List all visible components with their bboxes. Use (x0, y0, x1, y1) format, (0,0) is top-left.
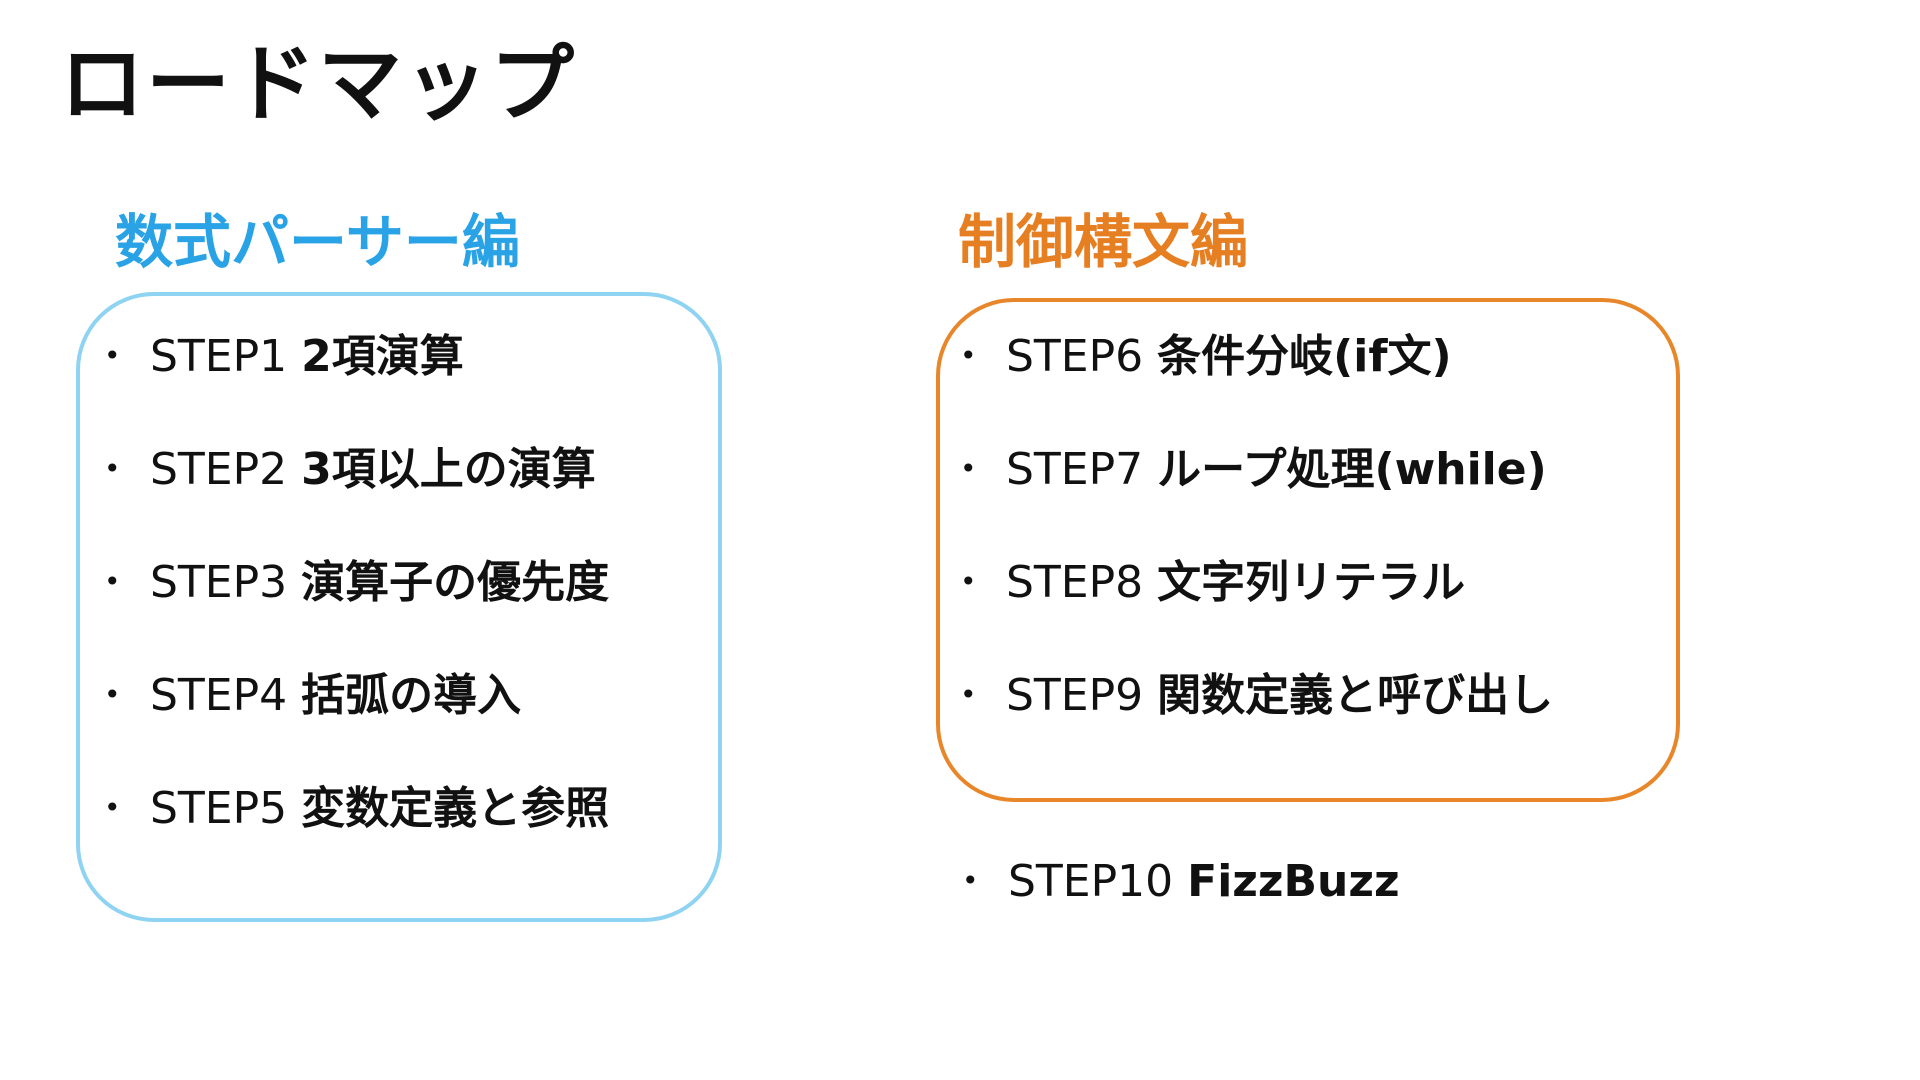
step-id: STEP6 (1006, 331, 1144, 382)
step-description: 文字列リテラル (1157, 557, 1466, 608)
bullet: • (962, 864, 979, 897)
step-item: • STEP9 関数定義と呼び出し (960, 672, 1553, 720)
step-item: • STEP3 演算子の優先度 (104, 559, 609, 607)
step-id: STEP8 (1006, 557, 1144, 608)
step-description: 演算子の優先度 (301, 557, 610, 608)
bullet: • (960, 339, 977, 372)
step-id: STEP9 (1006, 670, 1144, 721)
step-item: • STEP8 文字列リテラル (960, 559, 1553, 607)
section-heading-parser: 数式パーサー編 (115, 208, 520, 276)
step-description: FizzBuzz (1187, 856, 1400, 907)
bullet: • (104, 452, 121, 485)
step-item: • STEP1 2項演算 (104, 333, 609, 381)
step-item: • STEP4 括弧の導入 (104, 672, 609, 720)
step-description: 条件分岐(if文) (1157, 331, 1452, 382)
bullet: • (104, 791, 121, 824)
step-item: • STEP7 ループ処理(while) (960, 446, 1553, 494)
step-id: STEP10 (1008, 856, 1174, 907)
step-description: 3項以上の演算 (301, 444, 596, 495)
step-description: ループ処理(while) (1157, 444, 1547, 495)
step-list-extra: • STEP10 FizzBuzz (962, 858, 1400, 906)
step-item: • STEP2 3項以上の演算 (104, 446, 609, 494)
section-box-parser (76, 292, 722, 922)
step-item: • STEP5 変数定義と参照 (104, 785, 609, 833)
bullet: • (960, 565, 977, 598)
step-item: • STEP10 FizzBuzz (962, 858, 1400, 906)
step-description: 括弧の導入 (301, 670, 522, 721)
page-title: ロードマップ (60, 35, 577, 133)
step-id: STEP4 (150, 670, 288, 721)
step-description: 変数定義と参照 (301, 783, 610, 834)
step-description: 関数定義と呼び出し (1157, 670, 1554, 721)
bullet: • (960, 678, 977, 711)
step-id: STEP7 (1006, 444, 1144, 495)
section-heading-control: 制御構文編 (958, 208, 1249, 276)
step-list-parser: • STEP1 2項演算 • STEP2 3項以上の演算 • STEP3 演算子の優先度 •… (104, 333, 609, 898)
section-box-control (936, 298, 1680, 802)
bullet: • (104, 565, 121, 598)
bullet: • (104, 678, 121, 711)
step-id: STEP5 (150, 783, 288, 834)
bullet: • (960, 452, 977, 485)
step-list-control: • STEP6 条件分岐(if文) • STEP7 ループ処理(while) • STEP… (960, 333, 1553, 785)
step-item: • STEP6 条件分岐(if文) (960, 333, 1553, 381)
step-id: STEP2 (150, 444, 288, 495)
step-id: STEP3 (150, 557, 288, 608)
step-description: 2項演算 (301, 331, 464, 382)
bullet: • (104, 339, 121, 372)
step-id: STEP1 (150, 331, 288, 382)
